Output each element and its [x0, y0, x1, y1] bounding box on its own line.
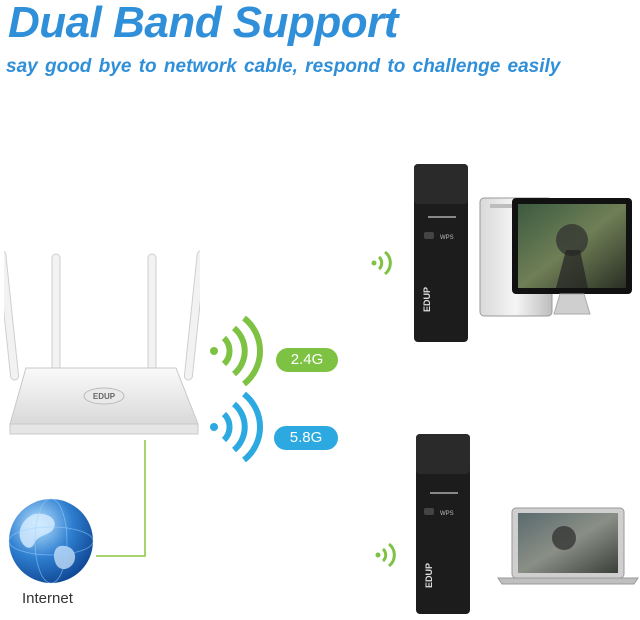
wifi-signal-icon [375, 542, 396, 568]
band-badge-5g: 5.8G [274, 426, 338, 450]
band-badge-2g: 2.4G [276, 348, 338, 372]
internet-label: Internet [22, 590, 73, 607]
wifi-waves-2g-icon [210, 316, 263, 386]
desktop-computer-image [479, 197, 632, 317]
wifi-signal-icon [371, 250, 392, 276]
router-image: EDUP [4, 250, 200, 435]
adapter-brand-logo: EDUP [424, 563, 434, 588]
router-brand-logo: EDUP [93, 392, 116, 401]
usb-adapter-image: WPS EDUP [416, 434, 470, 614]
wifi-waves-5g-icon [210, 392, 263, 462]
usb-adapter-image: WPS EDUP [414, 164, 468, 342]
wps-label: WPS [440, 235, 454, 241]
globe-icon [8, 498, 94, 584]
page-title: Dual Band Support [8, 0, 398, 47]
adapter-brand-logo: EDUP [422, 287, 432, 312]
wps-label: WPS [440, 511, 454, 517]
laptop-image [497, 507, 639, 585]
page-subtitle: say good bye to network cable, respond t… [6, 56, 561, 77]
